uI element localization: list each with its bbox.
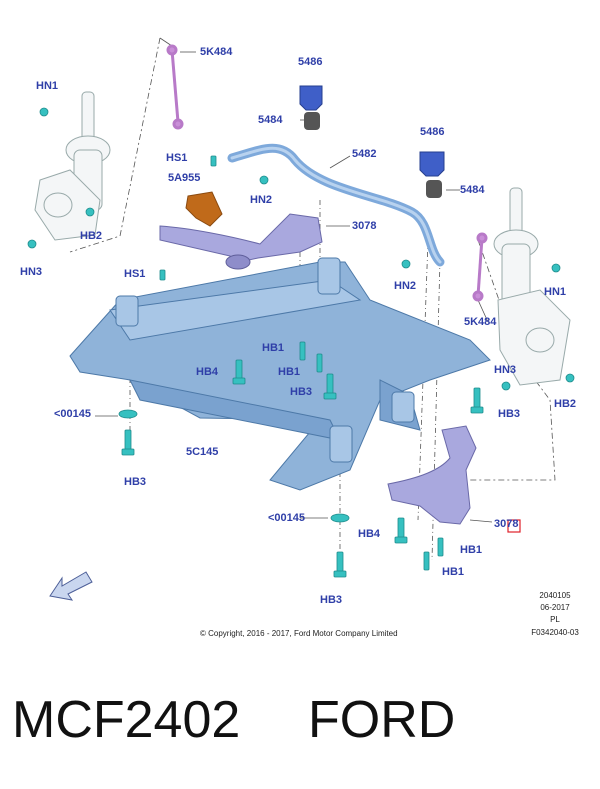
callout-hn2-left: HN2: [250, 194, 273, 206]
callout-hb4-bottom: HB4: [358, 528, 381, 540]
callout-hb4-left: HB4: [196, 366, 219, 378]
callout-5482: 5482: [352, 148, 377, 160]
callout-00145-left: <00145: [54, 408, 92, 420]
right-strut-knuckle: [493, 187, 571, 386]
callout-5484-right: 5484: [460, 184, 485, 196]
callout-hb1-d: HB1: [442, 566, 465, 578]
callout-hb3-right: HB3: [498, 408, 521, 420]
callout-hs1-top: HS1: [166, 152, 188, 164]
callout-5484-left: 5484: [258, 114, 283, 126]
callout-5k484-right: 5K484: [464, 316, 497, 328]
subframe: [69, 257, 491, 491]
diagram-drawing: [27, 37, 575, 601]
callout-3078-bottom: 3078: [494, 518, 519, 530]
callout-3078-top: 3078: [352, 220, 377, 232]
callout-hn3-right: HN3: [494, 364, 517, 376]
part-number-caption: MCF2402: [12, 691, 241, 749]
brand-caption: FORD: [308, 691, 456, 749]
callout-5k484-top: 5K484: [200, 46, 233, 58]
callout-hs1-mid: HS1: [124, 268, 146, 280]
fasteners: [27, 107, 575, 578]
callout-5c145: 5C145: [186, 446, 219, 458]
stabilizer-brackets: [299, 85, 445, 198]
front-direction-arrow: [49, 571, 93, 601]
stamp-line-3: PL: [550, 615, 560, 624]
callout-00145-bottom: <00145: [268, 512, 306, 524]
callout-hb1-b: HB1: [278, 366, 301, 378]
callout-5486-right: 5486: [420, 126, 445, 138]
bracket-5A955: [185, 191, 223, 227]
callout-hb3-bottom: HB3: [320, 594, 343, 606]
callout-hn1-left: HN1: [36, 80, 59, 92]
callout-hb1-c: HB1: [460, 544, 483, 556]
copyright-notice: © Copyright, 2016 - 2017, Ford Motor Com…: [200, 629, 398, 638]
left-lower-arm: [159, 213, 323, 263]
left-strut-knuckle: [34, 91, 111, 241]
stamp-line-1: 2040105: [539, 591, 571, 600]
callout-5486-left: 5486: [298, 56, 323, 68]
callout-hb3-left: HB3: [124, 476, 147, 488]
exploded-parts-diagram: 5K484 5486 5484 5482 5486 5484 HN1 HS1 5…: [20, 37, 579, 638]
highlight-box: [507, 519, 521, 533]
callout-5a955: 5A955: [168, 172, 201, 184]
callout-hb2-right: HB2: [554, 398, 577, 410]
callout-hb3-mid: HB3: [290, 386, 313, 398]
callout-hn2-right: HN2: [394, 280, 417, 292]
stabilizer-links: [166, 44, 488, 302]
stamp-line-4: F0342040-03: [531, 628, 579, 637]
stamp-line-2: 06-2017: [540, 603, 570, 612]
callout-hn1-right: HN1: [544, 286, 567, 298]
callout-hb2-left: HB2: [80, 230, 103, 242]
callout-hb1-a: HB1: [262, 342, 285, 354]
callout-hn3-left: HN3: [20, 266, 43, 278]
right-lower-arm: [387, 425, 477, 525]
